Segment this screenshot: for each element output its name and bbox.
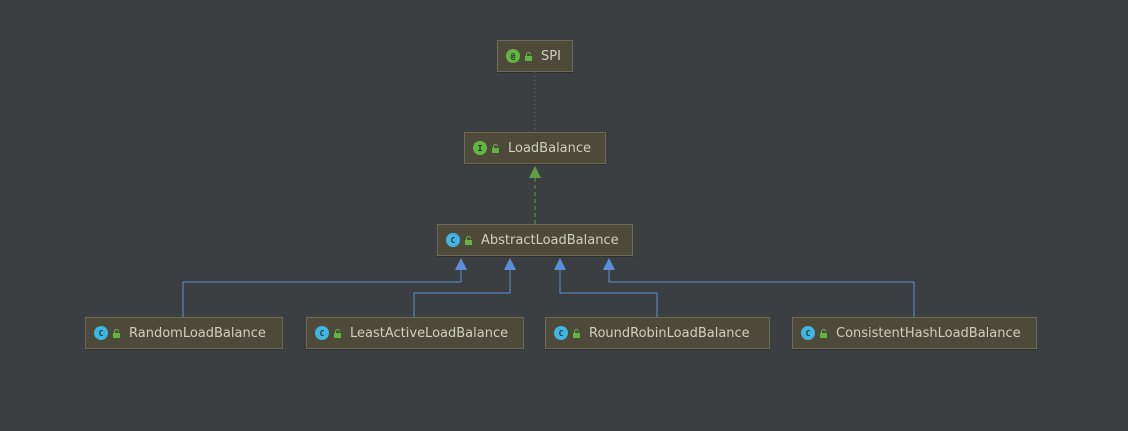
arrowhead-leastactive bbox=[504, 258, 516, 270]
public-lock-icon bbox=[113, 328, 120, 338]
node-label: ConsistentHashLoadBalance bbox=[836, 325, 1021, 341]
node-label: RandomLoadBalance bbox=[129, 325, 266, 341]
node-randomloadbalance[interactable]: C RandomLoadBalance bbox=[85, 317, 283, 349]
class-icon: C bbox=[94, 326, 108, 340]
node-loadbalance[interactable]: I LoadBalance bbox=[464, 132, 606, 164]
edge-random-abstract bbox=[182, 270, 462, 317]
public-lock-icon bbox=[465, 235, 472, 245]
node-leastactiveloadbalance[interactable]: C LeastActiveLoadBalance bbox=[306, 317, 524, 349]
node-label: LoadBalance bbox=[508, 140, 592, 156]
public-lock-icon bbox=[573, 328, 580, 338]
class-icon: C bbox=[315, 326, 329, 340]
abstract-class-icon: C bbox=[446, 233, 460, 247]
node-label: AbstractLoadBalance bbox=[481, 232, 619, 248]
edge-leastactive-abstract bbox=[413, 270, 511, 317]
node-label: RoundRobinLoadBalance bbox=[589, 325, 750, 341]
annotation-type-icon: @ bbox=[506, 49, 520, 63]
arrowhead-random bbox=[455, 258, 467, 270]
public-lock-icon bbox=[492, 143, 499, 153]
arrowhead-roundrobin bbox=[554, 258, 566, 270]
arrowhead-implements bbox=[529, 166, 541, 178]
node-abstractloadbalance[interactable]: C AbstractLoadBalance bbox=[437, 224, 633, 256]
class-icon: C bbox=[554, 326, 568, 340]
public-lock-icon bbox=[525, 51, 532, 61]
node-roundrobinloadbalance[interactable]: C RoundRobinLoadBalance bbox=[545, 317, 770, 349]
edge-roundrobin-abstract bbox=[559, 270, 658, 317]
public-lock-icon bbox=[820, 328, 827, 338]
node-label: LeastActiveLoadBalance bbox=[350, 325, 509, 341]
node-spi[interactable]: @ SPI bbox=[497, 40, 573, 72]
public-lock-icon bbox=[334, 328, 341, 338]
class-icon: C bbox=[801, 326, 815, 340]
arrowhead-consistenthash bbox=[603, 258, 615, 270]
node-label: SPI bbox=[541, 48, 561, 64]
node-consistenthashloadbalance[interactable]: C ConsistentHashLoadBalance bbox=[792, 317, 1037, 349]
edge-consistenthash-abstract bbox=[608, 270, 915, 317]
interface-icon: I bbox=[473, 141, 487, 155]
